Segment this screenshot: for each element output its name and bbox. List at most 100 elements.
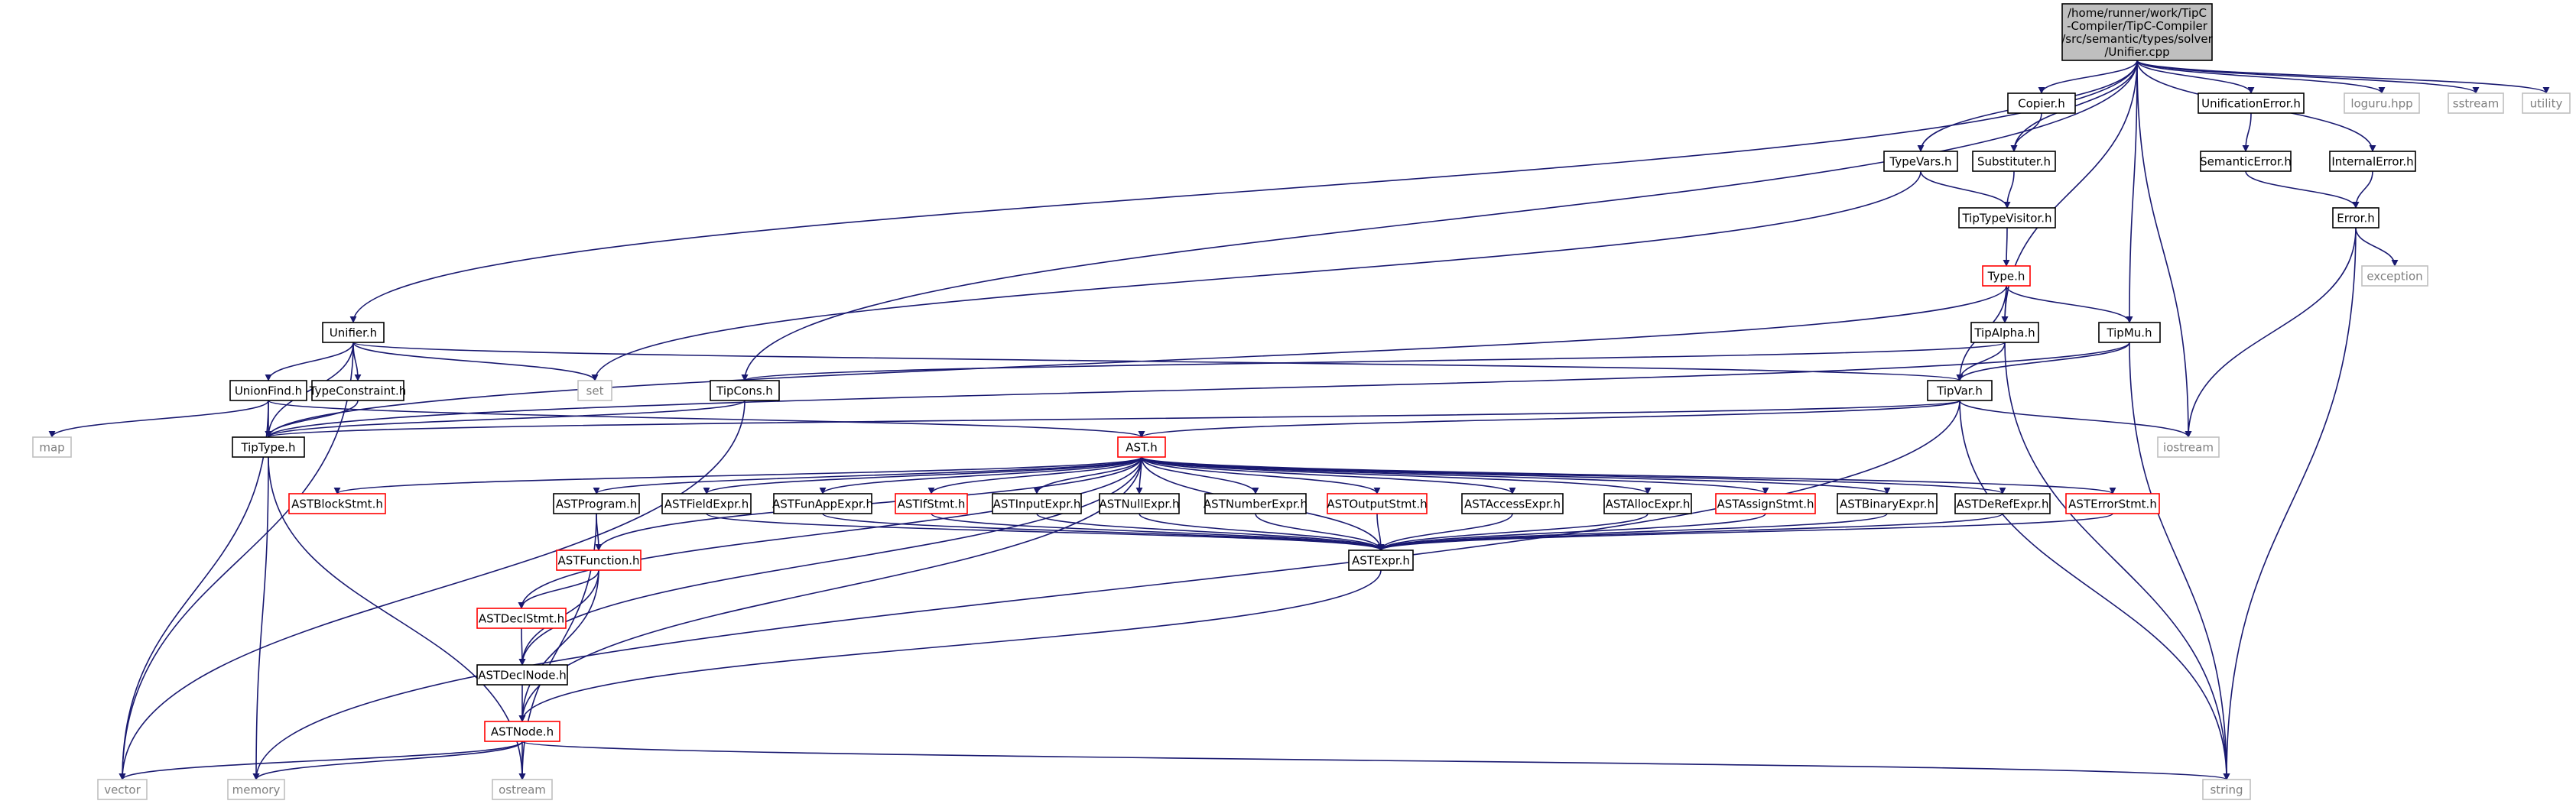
edge-ast-to-astfunappexpr <box>819 456 1142 494</box>
node-astfieldexpr[interactable]: ASTFieldExpr.h <box>661 493 752 514</box>
edge-error-to-iostream <box>2185 227 2357 438</box>
node-tipalpha[interactable]: TipAlpha.h <box>1970 322 2039 343</box>
node-astprogram[interactable]: ASTProgram.h <box>553 493 640 514</box>
node-label: InternalError.h <box>2331 155 2413 169</box>
edge-astallocexpr-to-astexpr <box>1377 513 1649 551</box>
edge-type-to-tipmu <box>2006 285 2133 323</box>
node-astnode[interactable]: ASTNode.h <box>484 721 560 742</box>
node-astexpr[interactable]: ASTExpr.h <box>1348 550 1414 571</box>
edge-astfieldexpr-to-astexpr <box>706 513 1385 551</box>
node-error[interactable]: Error.h <box>2332 207 2379 229</box>
node-internalerror[interactable]: InternalError.h <box>2329 151 2416 172</box>
node-semanticerror[interactable]: SemanticError.h <box>2200 151 2292 172</box>
edge-astaccessexpr-to-astexpr <box>1377 513 1513 551</box>
node-label: ASTBlockStmt.h <box>291 498 383 511</box>
node-box <box>2332 207 2379 229</box>
node-astbinaryexpr[interactable]: ASTBinaryExpr.h <box>1837 493 1938 514</box>
edge-astassignstmt-to-astexpr <box>1377 513 1766 551</box>
node-tiptype[interactable]: TipType.h <box>232 436 305 458</box>
node-tipvar[interactable]: TipVar.h <box>1927 380 1993 401</box>
node-astfunction[interactable]: ASTFunction.h <box>556 550 642 571</box>
edge-error-to-exception <box>2355 227 2399 267</box>
node-label: sstream <box>2453 97 2499 111</box>
edge-astifstmt-to-astexpr <box>931 513 1385 551</box>
node-label: ASTDeclNode.h <box>478 669 567 682</box>
node-layer: /home/runner/work/TipC-Compiler/TipC-Com… <box>32 3 2571 800</box>
edge-root-to-unificationerror <box>2136 60 2255 94</box>
node-label: ASTAssignStmt.h <box>1717 498 1814 511</box>
node-unifier[interactable]: Unifier.h <box>322 322 385 343</box>
node-label: iostream <box>2163 441 2214 455</box>
node-type[interactable]: Type.h <box>1982 265 2031 287</box>
edge-unionfind-to-map <box>48 400 269 438</box>
node-tipmu[interactable]: TipMu.h <box>2098 322 2161 343</box>
node-astderefexpr[interactable]: ASTDeRefExpr.h <box>1954 493 2051 514</box>
edge-tipvar-to-string <box>1959 400 2230 780</box>
edge-unifier-to-vector <box>119 342 354 780</box>
edge-tipcons-to-tiptype <box>265 400 746 438</box>
edge-astderefexpr-to-astexpr <box>1377 513 2003 551</box>
edge-tipmu-to-string <box>2129 342 2230 780</box>
node-typevars[interactable]: TypeVars.h <box>1883 151 1958 172</box>
node-box <box>1603 493 1692 514</box>
node-label: UnionFind.h <box>235 384 302 398</box>
node-iostream: iostream <box>2157 436 2220 458</box>
node-root[interactable]: /home/runner/work/TipC-Compiler/TipC-Com… <box>2061 3 2214 61</box>
node-label: Substituter.h <box>1977 155 2051 169</box>
node-label: ASTAccessExpr.h <box>1464 498 1561 511</box>
node-astdeclnode[interactable]: ASTDeclNode.h <box>476 664 568 686</box>
node-label: TypeVars.h <box>1889 155 1952 169</box>
edge-astbinaryexpr-to-astexpr <box>1377 513 1888 551</box>
node-label: SemanticError.h <box>2200 155 2292 169</box>
node-copier[interactable]: Copier.h <box>2007 92 2076 114</box>
node-label: TipVar.h <box>1936 384 1983 398</box>
edge-unifier-to-set <box>352 342 599 381</box>
edge-root-to-tipmu <box>2126 60 2138 323</box>
edge-unifier-to-typeconstraint <box>352 342 362 381</box>
node-tiptypevisitor[interactable]: TipTypeVisitor.h <box>1958 207 2056 229</box>
node-astnumberexpr[interactable]: ASTNumberExpr.h <box>1204 493 1307 514</box>
node-box <box>2098 322 2161 343</box>
node-astnullexpr[interactable]: ASTNullExpr.h <box>1099 493 1180 514</box>
node-unificationerror[interactable]: UnificationError.h <box>2198 92 2305 114</box>
node-box <box>2007 92 2076 114</box>
edge-astnumberexpr-to-astexpr <box>1255 513 1385 551</box>
node-label: loguru.hpp <box>2350 97 2412 111</box>
node-typeconstraint[interactable]: TypeConstraint.h <box>309 380 407 401</box>
node-astifstmt[interactable]: ASTIfStmt.h <box>895 493 968 514</box>
node-astinputexpr[interactable]: ASTInputExpr.h <box>992 493 1082 514</box>
node-label: ASTDeclStmt.h <box>479 612 564 626</box>
edge-root-to-tipcons <box>741 60 2138 381</box>
node-astdeclstmt[interactable]: ASTDeclStmt.h <box>476 608 567 629</box>
node-map: map <box>32 436 72 458</box>
node-box <box>1927 380 1993 401</box>
node-asterrorstmt[interactable]: ASTErrorStmt.h <box>2065 493 2160 514</box>
edge-root-to-copier <box>2038 60 2138 94</box>
node-label: ostream <box>499 783 546 797</box>
node-ast[interactable]: AST.h <box>1117 436 1166 458</box>
node-substituter[interactable]: Substituter.h <box>1972 151 2056 172</box>
node-tipcons[interactable]: TipCons.h <box>710 380 780 401</box>
edge-ast-to-astfieldexpr <box>703 456 1142 494</box>
node-astoutputstmt[interactable]: ASTOutputStmt.h <box>1327 493 1428 514</box>
node-utility: utility <box>2522 92 2571 114</box>
node-astfunappexpr[interactable]: ASTFunAppExpr.h <box>772 493 873 514</box>
node-string: string <box>2202 779 2251 800</box>
node-box <box>1348 550 1414 571</box>
edge-astdeclstmt-to-astdeclnode <box>518 627 526 666</box>
edge-tipmu-to-tiptype <box>265 342 2130 438</box>
node-box <box>556 550 642 571</box>
node-astaccessexpr[interactable]: ASTAccessExpr.h <box>1461 493 1564 514</box>
node-astassignstmt[interactable]: ASTAssignStmt.h <box>1715 493 1816 514</box>
node-box <box>710 380 780 401</box>
node-box <box>1117 436 1166 458</box>
edge-tipvar-to-memory <box>252 400 1960 780</box>
node-box <box>2344 92 2420 114</box>
node-box <box>229 380 307 401</box>
node-unionfind[interactable]: UnionFind.h <box>229 380 307 401</box>
node-box <box>288 493 386 514</box>
node-astblockstmt[interactable]: ASTBlockStmt.h <box>288 493 386 514</box>
node-astallocexpr[interactable]: ASTAllocExpr.h <box>1603 493 1692 514</box>
node-box <box>1958 207 2056 229</box>
